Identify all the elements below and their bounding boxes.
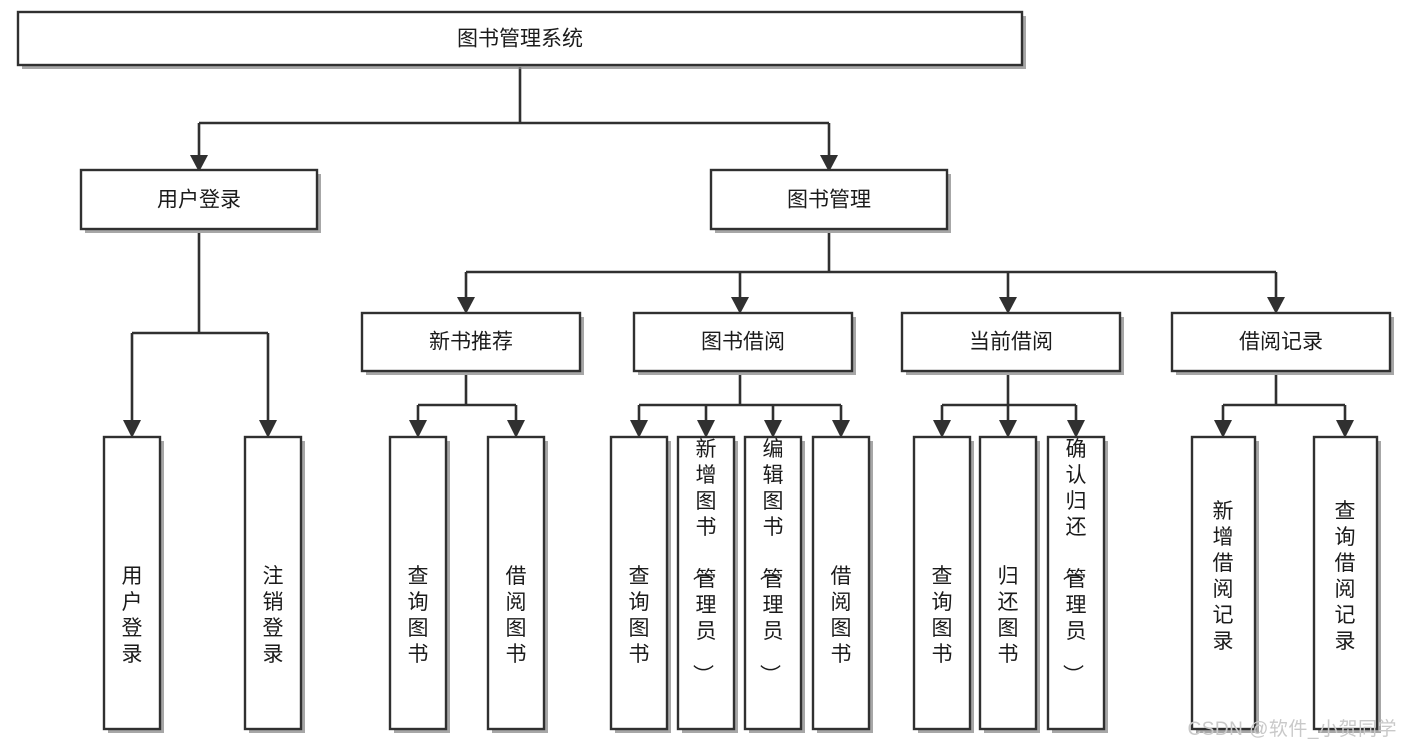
arrowhead-leaf-rec-query: [409, 420, 427, 438]
arrowhead-leaf-user-login: [123, 420, 141, 438]
node-leaf-br-query[interactable]: 查询借阅记录: [1312, 435, 1381, 733]
node-user-login-label: 用户登录: [157, 189, 241, 212]
node-new-book-rec-label: 新书推荐: [429, 331, 513, 354]
node-leaf-bb-borrow[interactable]: 借阅图书: [811, 435, 873, 733]
node-leaf-br-query-label: 查询借阅记录: [1335, 500, 1356, 653]
node-leaf-br-add-box: [1190, 435, 1257, 731]
node-leaf-rec-query-box: [388, 435, 448, 731]
arrowhead-new-book-rec: [457, 297, 475, 314]
node-user-login-box: [79, 168, 319, 231]
arrowhead-leaf-cb-query: [933, 420, 951, 438]
node-borrow-record-label: 借阅记录: [1239, 331, 1323, 354]
node-borrow-record-box: [1170, 311, 1392, 373]
node-root-label: 图书管理系统: [457, 28, 583, 51]
node-current-borrow-box: [900, 311, 1122, 373]
node-leaf-bb-add[interactable]: 新增图书（管理员）: [676, 435, 738, 733]
node-current-borrow-label: 当前借阅: [969, 331, 1053, 354]
node-leaf-cb-query[interactable]: 查询图书: [912, 435, 974, 733]
node-leaf-cb-return-box: [978, 435, 1038, 731]
node-leaf-bb-borrow-label: 借阅图书: [831, 565, 852, 666]
node-root[interactable]: 图书管理系统: [16, 10, 1026, 69]
node-leaf-cb-return-label: 归还图书: [998, 565, 1019, 666]
node-leaf-bb-edit-label: 编辑图书（管理员）: [758, 438, 784, 685]
node-leaf-cb-confirm-label: 确认归还（管理员）: [1061, 438, 1087, 685]
node-leaf-bb-borrow-box: [811, 435, 871, 731]
node-leaf-bb-query[interactable]: 查询图书: [609, 435, 671, 733]
arrowhead-borrow-record: [1267, 297, 1285, 314]
node-leaf-cb-return[interactable]: 归还图书: [978, 435, 1040, 733]
node-leaf-rec-query-label: 查询图书: [408, 565, 429, 666]
arrowhead-leaf-bb-edit: [764, 420, 782, 438]
arrowhead-leaf-user-logout: [259, 420, 277, 438]
node-book-manage-label: 图书管理: [787, 189, 871, 212]
node-leaf-user-login-box: [102, 435, 162, 731]
arrowhead-leaf-rec-borrow: [507, 420, 525, 438]
node-leaf-bb-query-label: 查询图书: [629, 565, 650, 666]
node-book-borrow[interactable]: 图书借阅: [632, 311, 856, 375]
node-leaf-cb-query-box: [912, 435, 972, 731]
node-leaf-br-add[interactable]: 新增借阅记录: [1190, 435, 1259, 733]
node-new-book-rec-box: [360, 311, 582, 373]
node-leaf-user-login-label: 用户登录: [122, 565, 143, 666]
node-leaf-rec-borrow-box: [486, 435, 546, 731]
arrowhead-leaf-br-add: [1214, 420, 1232, 438]
node-leaf-user-logout-box: [243, 435, 303, 731]
node-leaf-bb-edit-box: [743, 435, 803, 731]
arrowhead-leaf-bb-query: [630, 420, 648, 438]
node-leaf-bb-edit[interactable]: 编辑图书（管理员）: [743, 435, 805, 733]
arrowhead-leaf-cb-return: [999, 420, 1017, 438]
node-root-box: [16, 10, 1024, 67]
node-leaf-cb-query-label: 查询图书: [932, 565, 953, 666]
arrowhead-leaf-br-query: [1336, 420, 1354, 438]
node-leaf-cb-confirm[interactable]: 确认归还（管理员）: [1046, 435, 1108, 733]
node-leaf-cb-confirm-box: [1046, 435, 1106, 731]
node-leaf-br-add-label: 新增借阅记录: [1213, 500, 1234, 653]
node-leaf-bb-add-box: [676, 435, 736, 731]
arrowhead-leaf-bb-add: [697, 420, 715, 438]
arrowhead-current-borrow: [999, 297, 1017, 314]
node-leaf-rec-borrow-label: 借阅图书: [506, 565, 527, 666]
node-current-borrow[interactable]: 当前借阅: [900, 311, 1124, 375]
node-leaf-rec-borrow[interactable]: 借阅图书: [486, 435, 548, 733]
arrowhead-user-login: [190, 155, 208, 172]
node-user-login[interactable]: 用户登录: [79, 168, 321, 233]
arrowhead-leaf-bb-borrow: [832, 420, 850, 438]
node-book-manage-box: [709, 168, 949, 231]
arrowhead-book-borrow: [731, 297, 749, 314]
node-leaf-br-query-box: [1312, 435, 1379, 731]
node-book-borrow-box: [632, 311, 854, 373]
node-leaf-user-logout-label: 注销登录: [263, 565, 284, 666]
node-leaf-user-login[interactable]: 用户登录: [102, 435, 164, 733]
node-leaf-user-logout[interactable]: 注销登录: [243, 435, 305, 733]
node-new-book-rec[interactable]: 新书推荐: [360, 311, 584, 375]
connector-layer: [123, 67, 1354, 438]
node-leaf-bb-add-label: 新增图书（管理员）: [691, 438, 717, 685]
arrowhead-book-manage: [820, 155, 838, 172]
node-leaf-bb-query-box: [609, 435, 669, 731]
node-borrow-record[interactable]: 借阅记录: [1170, 311, 1394, 375]
arrowhead-leaf-cb-confirm: [1067, 420, 1085, 438]
node-leaf-rec-query[interactable]: 查询图书: [388, 435, 450, 733]
node-book-manage[interactable]: 图书管理: [709, 168, 951, 233]
node-book-borrow-label: 图书借阅: [701, 331, 785, 354]
csdn-watermark: CSDN @软件_小贺同学: [1187, 719, 1397, 740]
